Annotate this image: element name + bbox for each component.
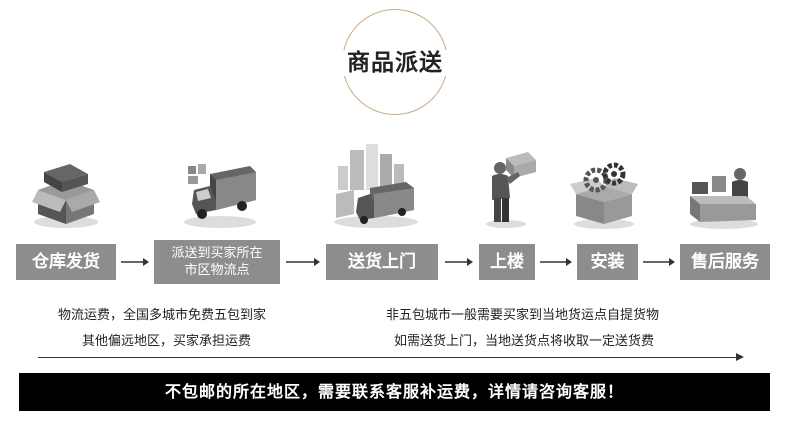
note-right-line1: 非五包城市一般需要买家到当地货运点自提货物 bbox=[386, 308, 660, 323]
note-left-line1: 物流运费，全国多城市免费五包到家 bbox=[58, 308, 267, 323]
delivery-truck-icon bbox=[184, 164, 256, 228]
step-after-sales-service: 售后服务 bbox=[680, 244, 770, 280]
open-box-icon bbox=[32, 164, 100, 228]
step-dispatch-to-city: 派送到买家所在 市区物流点 bbox=[154, 240, 280, 284]
step-warehouse-shipping: 仓库发货 bbox=[16, 244, 116, 280]
gear-box-icon bbox=[570, 162, 638, 229]
arrow-right-icon bbox=[121, 258, 149, 266]
arrow-right-icon bbox=[643, 258, 675, 266]
porter-icon bbox=[486, 152, 536, 228]
step-upstairs: 上楼 bbox=[479, 244, 535, 280]
step-door-delivery: 送货上门 bbox=[326, 244, 438, 280]
city-truck-icon bbox=[334, 144, 418, 228]
timeline-line bbox=[38, 357, 738, 358]
note-left-line2: 其他偏远地区，买家承担运费 bbox=[82, 334, 252, 349]
arrow-right-icon bbox=[540, 258, 572, 266]
page-title: 商品派送 bbox=[347, 49, 443, 76]
timeline-arrow-head-icon bbox=[736, 353, 744, 361]
arrow-right-icon bbox=[445, 258, 473, 266]
service-desk-icon bbox=[690, 168, 758, 229]
arrow-right-icon bbox=[286, 258, 320, 266]
note-right-line2: 如需送货上门，当地送货点将收取一定送货费 bbox=[394, 334, 655, 349]
shipping-notice-banner: 不包邮的所在地区，需要联系客服补运费，详情请咨询客服！ bbox=[19, 373, 770, 411]
step-installation: 安装 bbox=[577, 244, 638, 280]
